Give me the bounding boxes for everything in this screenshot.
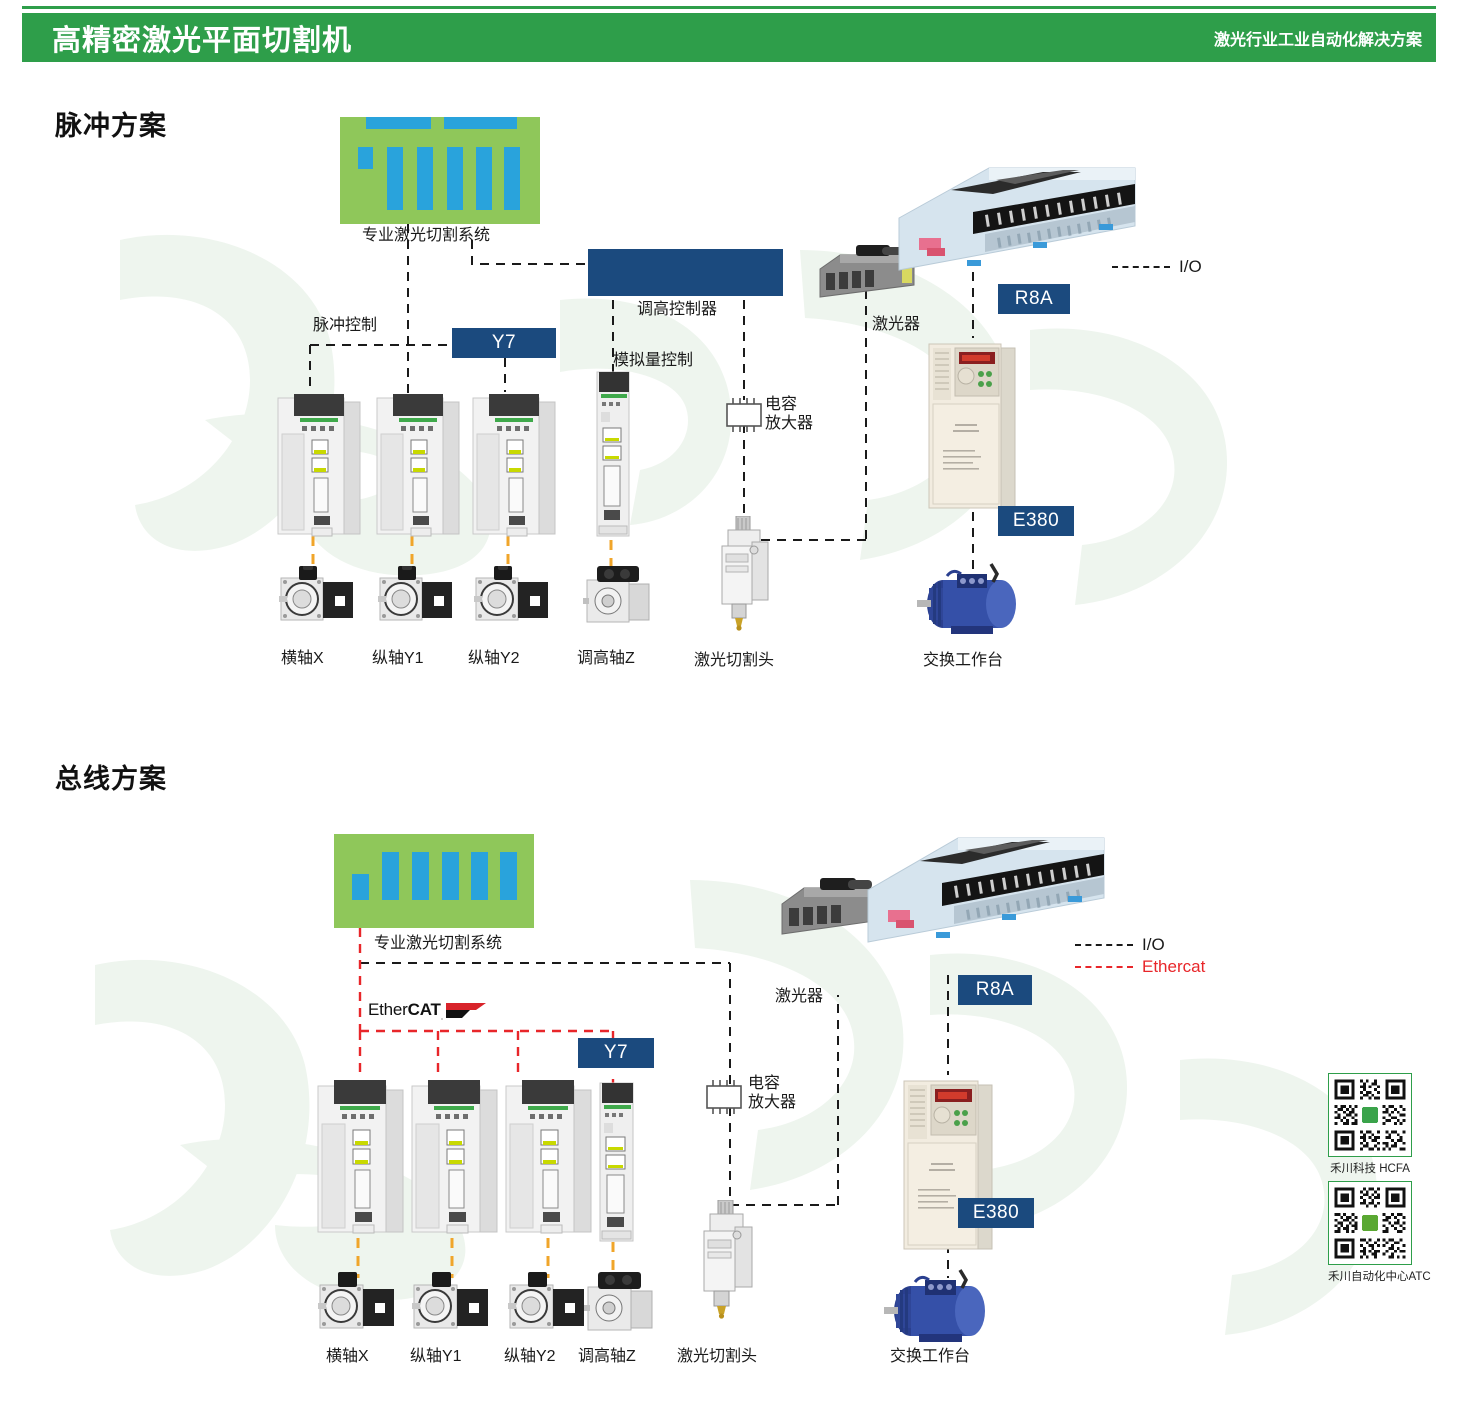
legend-label-io: I/O <box>1179 257 1202 276</box>
qr-code-hcfa[interactable] <box>1328 1073 1412 1157</box>
header-subtitle: 激光行业工业自动化解决方案 <box>1213 31 1422 49</box>
servo-motor-z-pulse <box>583 566 650 623</box>
qr-caption-atc: 禾川自动化中心ATC <box>1328 1271 1431 1283</box>
qr-code-hcfa-block: 禾川科技 HCFA <box>1328 1073 1412 1176</box>
label-capacitive-amp-pulse: 电容 放大器 <box>765 396 814 432</box>
servo-drive-y2-bus <box>505 1080 592 1234</box>
laser-cutting-system-graphic-bus <box>334 834 534 928</box>
io-dash-icon <box>1112 266 1170 268</box>
servo-motor-y2-bus <box>508 1272 584 1329</box>
servo-drive-y1-pulse <box>376 394 460 537</box>
label-axis-y1-pulse: 纵轴Y1 <box>372 650 424 667</box>
exchange-table-motor-pulse <box>917 563 1016 634</box>
plc-controller-bus <box>867 837 1105 943</box>
qr-pattern-atc <box>1329 1182 1411 1264</box>
label-axis-z-bus: 调高轴Z <box>578 1348 636 1365</box>
ethercat-arrow-icon <box>446 1002 487 1018</box>
badge-plc-r8a-pulse[interactable]: R8A <box>998 284 1070 314</box>
label-laser-system-bus: 专业激光切割系统 <box>374 935 503 952</box>
section-title-bus: 总线方案 <box>55 764 167 794</box>
qr-code-atc[interactable] <box>1328 1181 1412 1265</box>
label-capacitive-amp-bus: 电容 放大器 <box>748 1075 797 1111</box>
header-top-rule <box>22 6 1436 9</box>
ethercat-dash-icon <box>1075 966 1133 968</box>
badge-servo-y7-bus[interactable]: Y7 <box>578 1038 654 1068</box>
label-axis-y1-bus: 纵轴Y1 <box>410 1348 462 1365</box>
label-axis-z-pulse: 调高轴Z <box>577 650 635 667</box>
label-axis-y2-pulse: 纵轴Y2 <box>468 650 520 667</box>
label-cutting-head-pulse: 激光切割头 <box>694 652 775 669</box>
label-exchange-table-pulse: 交换工作台 <box>923 652 1004 669</box>
section-title-pulse: 脉冲方案 <box>55 111 167 141</box>
servo-motor-y1-pulse <box>378 566 452 621</box>
io-dash-icon-bus <box>1075 944 1133 946</box>
servo-drive-y2-pulse <box>472 394 556 537</box>
badge-servo-y7-pulse[interactable]: Y7 <box>452 328 556 358</box>
plc-controller-pulse <box>898 167 1136 271</box>
page-title: 高精密激光平面切割机 <box>52 24 353 57</box>
qr-code-atc-block: 禾川自动化中心ATC <box>1328 1181 1431 1284</box>
label-axis-y2-bus: 纵轴Y2 <box>504 1348 556 1365</box>
label-laser-system-pulse: 专业激光切割系统 <box>362 227 491 244</box>
legend-row-io-bus: I/O <box>1075 934 1205 956</box>
badge-inverter-e380-pulse[interactable]: E380 <box>998 506 1074 536</box>
ethercat-logo-text: EtherCAT. <box>368 1000 444 1022</box>
height-controller-graphic <box>588 249 783 296</box>
label-exchange-table-bus: 交换工作台 <box>890 1348 971 1365</box>
capacitive-amplifier-icon-pulse <box>726 398 762 432</box>
servo-motor-y2-pulse <box>474 566 548 621</box>
inverter-e380-bus <box>903 1080 993 1250</box>
page-header: 高精密激光平面切割机 激光行业工业自动化解决方案 <box>22 10 1436 62</box>
servo-motor-x-bus <box>318 1272 394 1329</box>
badge-inverter-e380-bus[interactable]: E380 <box>958 1198 1034 1228</box>
legend-pulse: I/O <box>1112 256 1202 278</box>
inverter-e380-pulse <box>928 343 1016 509</box>
servo-drive-x-bus <box>317 1080 404 1234</box>
servo-drive-y1-bus <box>411 1080 498 1234</box>
legend-row-io-pulse: I/O <box>1112 256 1202 278</box>
ethercat-logo: EtherCAT. <box>368 1000 488 1021</box>
label-cutting-head-bus: 激光切割头 <box>677 1348 758 1365</box>
capacitive-amplifier-icon-bus <box>706 1080 742 1114</box>
label-axis-x-bus: 横轴X <box>326 1348 369 1365</box>
label-height-controller: 调高控制器 <box>637 301 718 318</box>
qr-pattern-hcfa <box>1329 1074 1411 1156</box>
legend-label-ethercat: Ethercat <box>1142 957 1206 976</box>
label-laser-source-bus: 激光器 <box>775 988 824 1005</box>
label-axis-x-pulse: 横轴X <box>281 650 324 667</box>
legend-label-io-bus: I/O <box>1142 935 1165 954</box>
qr-caption-hcfa: 禾川科技 HCFA <box>1330 1163 1410 1175</box>
servo-motor-x-pulse <box>279 566 353 621</box>
laser-cutting-system-graphic-pulse <box>340 117 540 224</box>
servo-motor-z-bus <box>584 1272 653 1331</box>
legend-row-ethercat-bus: Ethercat <box>1075 956 1205 978</box>
label-laser-source-pulse: 激光器 <box>872 316 921 333</box>
legend-bus: I/O Ethercat <box>1075 934 1205 978</box>
laser-cutting-head-pulse <box>721 516 769 631</box>
badge-plc-r8a-bus[interactable]: R8A <box>958 975 1032 1005</box>
servo-drive-z-bus <box>599 1082 634 1242</box>
exchange-table-motor-bus <box>884 1269 985 1342</box>
label-pulse-control: 脉冲控制 <box>313 317 378 334</box>
servo-drive-z-pulse <box>596 371 630 537</box>
servo-drive-x-pulse <box>277 394 361 537</box>
laser-cutting-head-bus <box>703 1200 753 1319</box>
servo-motor-y1-bus <box>412 1272 488 1329</box>
